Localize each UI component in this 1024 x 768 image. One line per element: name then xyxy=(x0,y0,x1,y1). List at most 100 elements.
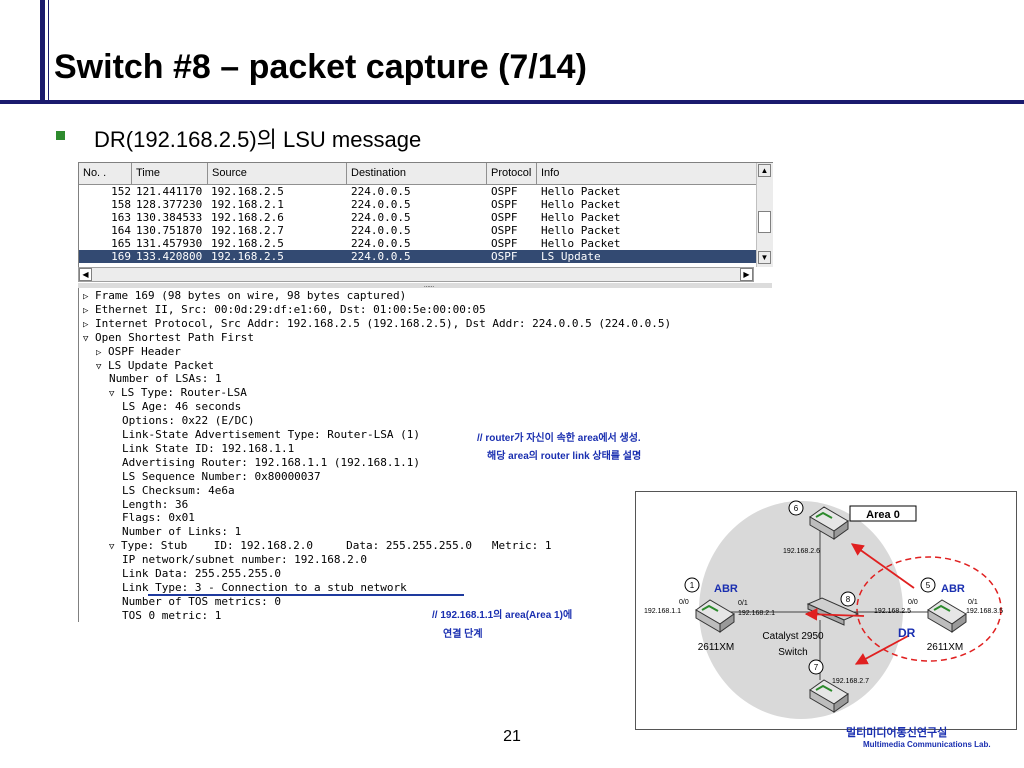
detail-line: Number of LSAs: 1 xyxy=(109,372,222,386)
detail-line[interactable]: ▽ Open Shortest Path First xyxy=(83,331,254,345)
node-6-number: 6 xyxy=(794,504,799,513)
expand-arrow-icon[interactable]: ▷ xyxy=(83,319,89,330)
detail-line: TOS 0 metric: 1 xyxy=(122,609,221,622)
packet-cell-protocol: OSPF xyxy=(491,224,518,237)
router-left-model: 2611XM xyxy=(698,642,735,653)
column-header-protocol[interactable]: Protocol xyxy=(487,163,537,184)
expand-arrow-icon[interactable]: ▷ xyxy=(83,292,89,302)
packet-cell-source: 192.168.2.5 xyxy=(211,237,284,250)
detail-line-text: Ethernet II, Src: 00:0d:29:df:e1:60, Dst… xyxy=(95,302,486,316)
column-header-info[interactable]: Info xyxy=(541,167,560,179)
detail-line-text: Flags: 0x01 xyxy=(122,511,195,525)
column-header-destination[interactable]: Destination xyxy=(347,163,487,184)
detail-line-text: Advertising Router: 192.168.1.1 (192.168… xyxy=(122,455,421,469)
detail-line-text: Number of TOS metrics: 0 xyxy=(122,594,281,608)
iface-left-0-1: 0/1 xyxy=(738,600,748,607)
scroll-down-icon[interactable]: ▼ xyxy=(758,251,771,264)
pane-splitter[interactable]: ...... xyxy=(78,283,772,289)
area-label: Area 0 xyxy=(866,509,900,521)
scroll-right-icon[interactable]: ▶ xyxy=(740,268,753,281)
detail-line: Advertising Router: 192.168.1.1 (192.168… xyxy=(122,456,420,470)
detail-line-text: Length: 36 xyxy=(122,497,189,511)
packet-cell-source: 192.168.2.5 xyxy=(211,250,284,263)
packet-cell-source: 192.168.2.7 xyxy=(211,224,284,237)
detail-line-text: Open Shortest Path First xyxy=(95,330,254,344)
detail-line[interactable]: ▽LS Update Packet xyxy=(96,359,214,373)
title-accent-bar xyxy=(40,0,45,100)
router-right-model: 2611XM xyxy=(927,642,964,653)
scroll-up-icon[interactable]: ▲ xyxy=(758,164,771,177)
detail-line-text: Link Data: 255.255.255.0 xyxy=(122,567,281,580)
column-header-time[interactable]: Time xyxy=(132,163,208,184)
detail-line-text: LS Sequence Number: 0x80000037 xyxy=(122,469,321,483)
scroll-left-icon[interactable]: ◀ xyxy=(79,268,92,281)
slide-title: Switch #8 – packet capture (7/14) xyxy=(54,48,587,86)
title-underline xyxy=(0,100,1024,104)
bullet-text: DR(192.168.2.5)의 LSU message xyxy=(94,127,422,152)
packet-cell-time: 131.457930 xyxy=(136,237,203,250)
column-header-source[interactable]: Source xyxy=(208,163,347,184)
packet-cell-time: 130.384533 xyxy=(136,211,203,224)
packet-cell-destination: 224.0.0.5 xyxy=(351,250,411,263)
detail-line-text: Options: 0x22 (E/DC) xyxy=(122,414,255,428)
packet-cell-info: Hello Packet xyxy=(541,198,621,211)
detail-line-text: Internet Protocol, Src Addr: 192.168.2.5… xyxy=(95,316,672,330)
scroll-thumb[interactable] xyxy=(758,211,771,233)
detail-line[interactable]: ▽LS Type: Router-LSA xyxy=(109,386,247,400)
column-header-no[interactable]: No. . xyxy=(79,163,132,184)
expand-arrow-icon[interactable]: ▷ xyxy=(96,347,102,358)
detail-line: LS Checksum: 4e6a xyxy=(122,484,235,498)
node-7-circle xyxy=(808,659,824,675)
annotation-router-lsa-line1: // router가 자신이 속한 area에서 생성. xyxy=(477,433,641,444)
node-1-number: 1 xyxy=(690,581,695,590)
ip-192-168-2-7: 192.168.2.7 xyxy=(832,678,869,685)
detail-line-text: Frame 169 (98 bytes on wire, 98 bytes ca… xyxy=(95,289,407,302)
packet-cell-protocol: OSPF xyxy=(491,250,518,263)
packet-cell-info: Hello Packet xyxy=(541,237,621,250)
lab-logo-korean: 멀티미디어통신연구실 xyxy=(846,727,948,739)
collapse-arrow-icon[interactable]: ▽ xyxy=(109,542,115,553)
collapse-arrow-icon[interactable]: ▽ xyxy=(109,389,115,400)
packet-cell-no: 158 xyxy=(111,198,131,211)
splitter-grip-icon[interactable]: ...... xyxy=(424,283,435,289)
packet-list-vscroll[interactable]: ▲ ▼ xyxy=(756,163,773,267)
detail-line-text: TOS 0 metric: 1 xyxy=(122,608,222,622)
node-6-circle xyxy=(788,500,804,516)
detail-line[interactable]: ▽Type: Stub ID: 192.168.2.0 Data: 255.25… xyxy=(109,539,551,553)
ip-192-168-2-1: 192.168.2.1 xyxy=(738,610,775,617)
packet-cell-source: 192.168.2.5 xyxy=(211,185,284,198)
collapse-arrow-icon[interactable]: ▽ xyxy=(96,361,102,372)
expand-arrow-icon[interactable]: ▷ xyxy=(83,305,89,316)
detail-line[interactable]: ▷ Internet Protocol, Src Addr: 192.168.2.… xyxy=(83,317,671,331)
detail-line: Link Type: 3 - Connection to a stub netw… xyxy=(122,581,407,595)
detail-line[interactable]: ▷OSPF Header xyxy=(96,345,181,359)
iface-right-0-1: 0/1 xyxy=(968,599,978,606)
ip-192-168-2-5: 192.168.2.5 xyxy=(874,608,911,615)
detail-line-text: LS Checksum: 4e6a xyxy=(122,483,235,497)
packet-cell-no: 152 xyxy=(111,185,131,198)
detail-line: Link State ID: 192.168.1.1 xyxy=(122,442,294,456)
detail-line[interactable]: ▷ Frame 169 (98 bytes on wire, 98 bytes c… xyxy=(83,289,406,303)
detail-line-text: Link-State Advertisement Type: Router-LS… xyxy=(122,428,421,441)
title-accent-line xyxy=(48,0,49,100)
iface-left-0-0: 0/0 xyxy=(679,599,689,606)
packet-cell-source: 192.168.2.1 xyxy=(211,198,284,211)
packet-list-hscroll[interactable]: ◀ ▶ xyxy=(78,267,754,282)
node-8-circle xyxy=(840,591,856,607)
annotation-router-lsa-line2: 해당 area의 router link 상태를 설명 xyxy=(487,451,642,462)
packet-cell-protocol: OSPF xyxy=(491,211,518,224)
annotation-stub-line2: 연결 단계 xyxy=(443,629,483,640)
detail-line: IP network/subnet number: 192.168.2.0 xyxy=(122,553,367,567)
packet-list-header: No. . Time Source Destination Protocol I… xyxy=(79,163,757,185)
detail-line[interactable]: ▷ Ethernet II, Src: 00:0d:29:df:e1:60, Ds… xyxy=(83,303,486,317)
collapse-arrow-icon[interactable]: ▽ xyxy=(83,333,89,344)
switch-sub: Switch xyxy=(778,647,807,658)
packet-cell-destination: 224.0.0.5 xyxy=(351,185,411,198)
detail-line-text: Number of Links: 1 xyxy=(122,525,242,539)
